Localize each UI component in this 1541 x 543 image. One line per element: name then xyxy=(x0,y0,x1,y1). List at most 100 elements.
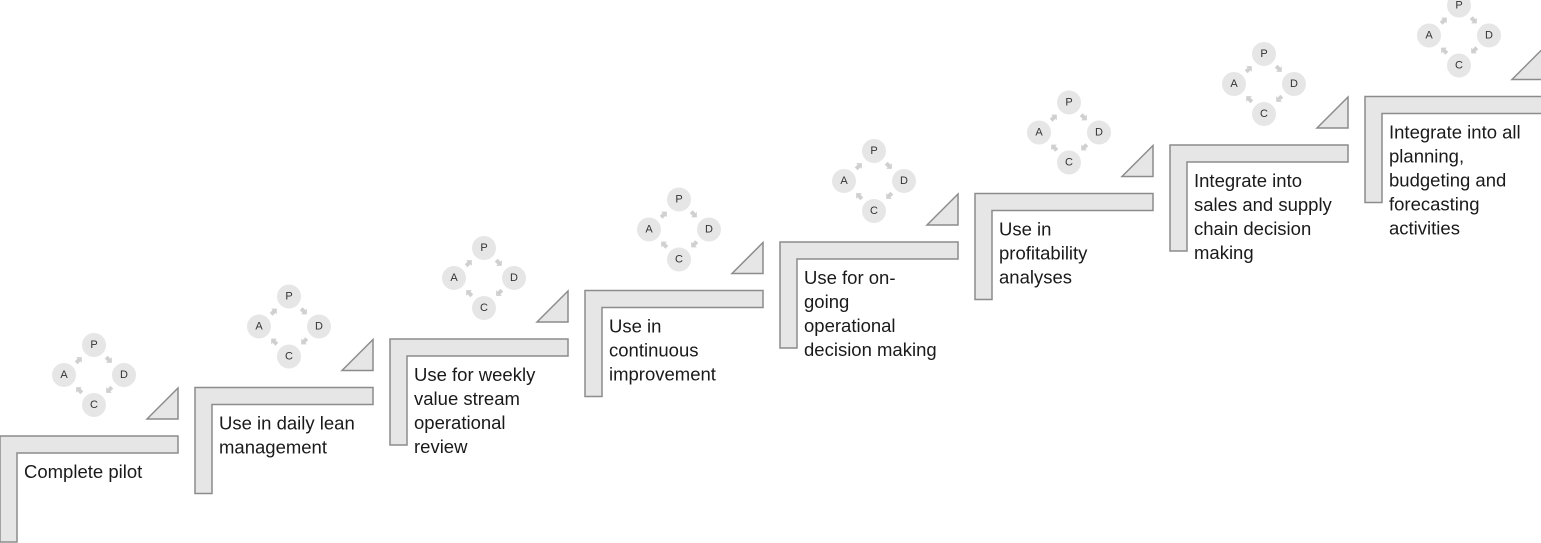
step-block xyxy=(389,338,569,446)
cycle-letter-check: C xyxy=(1455,60,1463,72)
cycle-node-act xyxy=(637,217,661,242)
cycle-node-plan xyxy=(277,284,301,309)
step-block xyxy=(1364,95,1541,204)
step-riser-triangle xyxy=(535,289,569,323)
cycle-node-check xyxy=(472,296,496,320)
cycle-arrow-icon xyxy=(1274,64,1282,72)
cycle-letter-plan: P xyxy=(675,194,682,206)
cycle-letter-act: A xyxy=(645,224,653,236)
cycle-letter-check: C xyxy=(285,351,293,363)
cycle-arrow-icon xyxy=(269,308,277,316)
cycle-letter-act: A xyxy=(1230,78,1238,90)
cycle-letter-check: C xyxy=(480,302,488,314)
cycle-node-act xyxy=(247,314,271,339)
cycle-node-plan xyxy=(82,333,106,357)
cycle-node-plan xyxy=(862,139,886,163)
step-block xyxy=(584,289,764,398)
cycle-node-do xyxy=(502,266,526,290)
cycle-letter-do: D xyxy=(120,369,128,381)
cycle-letter-plan: P xyxy=(90,339,97,351)
cycle-node-do xyxy=(112,363,136,387)
cycle-arrow-icon xyxy=(1246,96,1254,104)
cycle-letter-plan: P xyxy=(480,242,487,254)
pdca-cycle: P D C A xyxy=(52,333,136,417)
cycle-letter-act: A xyxy=(450,272,458,284)
cycle-node-act xyxy=(1222,72,1246,96)
step-block xyxy=(1169,144,1349,252)
cycle-letter-act: A xyxy=(60,369,68,381)
step-riser-triangle xyxy=(1120,143,1154,178)
cycle-arrow-icon xyxy=(1469,16,1477,24)
cycle-node-check xyxy=(277,344,301,369)
step-riser-triangle xyxy=(145,386,179,420)
cycle-arrow-icon xyxy=(76,387,84,395)
cycle-node-act xyxy=(832,169,856,193)
cycle-arrow-icon xyxy=(1079,113,1087,121)
cycle-arrow-icon xyxy=(301,337,309,345)
cycle-letter-plan: P xyxy=(1455,0,1462,12)
cycle-node-check xyxy=(1447,53,1471,78)
cycle-arrow-icon xyxy=(1244,66,1252,74)
cycle-arrow-icon xyxy=(106,385,114,393)
cycle-node-plan xyxy=(1057,90,1081,115)
cycle-arrow-icon xyxy=(1441,47,1449,55)
cycle-arrow-icon xyxy=(1051,144,1059,152)
cycle-arrow-icon xyxy=(1471,46,1479,54)
cycle-letter-plan: P xyxy=(1065,97,1072,109)
cycle-letter-do: D xyxy=(510,272,518,284)
cycle-arrow-icon xyxy=(271,338,279,346)
cycle-arrow-icon xyxy=(466,290,474,298)
cycle-arrow-icon xyxy=(884,161,892,169)
cycle-node-do xyxy=(1087,120,1111,145)
cycle-letter-do: D xyxy=(1095,127,1103,139)
cycle-letter-check: C xyxy=(90,399,98,411)
cycle-arrow-icon xyxy=(1276,94,1284,102)
cycle-node-plan xyxy=(1447,0,1471,18)
cycle-letter-do: D xyxy=(1290,78,1298,90)
cycle-node-check xyxy=(1252,102,1276,126)
cycle-letter-act: A xyxy=(1035,127,1043,139)
cycle-arrow-icon xyxy=(494,258,502,266)
cycle-arrow-icon xyxy=(74,357,82,365)
cycle-arrow-icon xyxy=(691,240,699,248)
step-riser-triangle xyxy=(1315,95,1349,129)
step-block xyxy=(779,241,959,349)
cycle-node-check xyxy=(1057,150,1081,175)
cycle-letter-plan: P xyxy=(870,145,877,157)
cycle-arrow-icon xyxy=(886,191,894,199)
cycle-arrow-icon xyxy=(661,241,669,249)
cycle-node-do xyxy=(697,217,721,242)
cycle-arrow-icon xyxy=(1439,17,1447,25)
cycle-letter-act: A xyxy=(840,175,848,187)
cycle-node-act xyxy=(442,266,466,290)
pdca-cycle: P D C A xyxy=(442,236,526,320)
cycle-letter-do: D xyxy=(900,175,908,187)
step-riser-triangle xyxy=(925,192,959,226)
cycle-node-check xyxy=(82,393,106,417)
cycle-arrow-icon xyxy=(464,260,472,268)
step-riser-triangle xyxy=(730,240,764,275)
cycle-node-plan xyxy=(1252,42,1276,66)
cycle-arrow-icon xyxy=(659,211,667,219)
cycle-node-act xyxy=(52,363,76,387)
step-block xyxy=(0,435,179,543)
cycle-letter-do: D xyxy=(1485,30,1493,42)
cycle-node-act xyxy=(1417,23,1441,48)
cycle-node-plan xyxy=(667,187,691,212)
step-block xyxy=(974,192,1154,301)
cycle-letter-do: D xyxy=(705,224,713,236)
